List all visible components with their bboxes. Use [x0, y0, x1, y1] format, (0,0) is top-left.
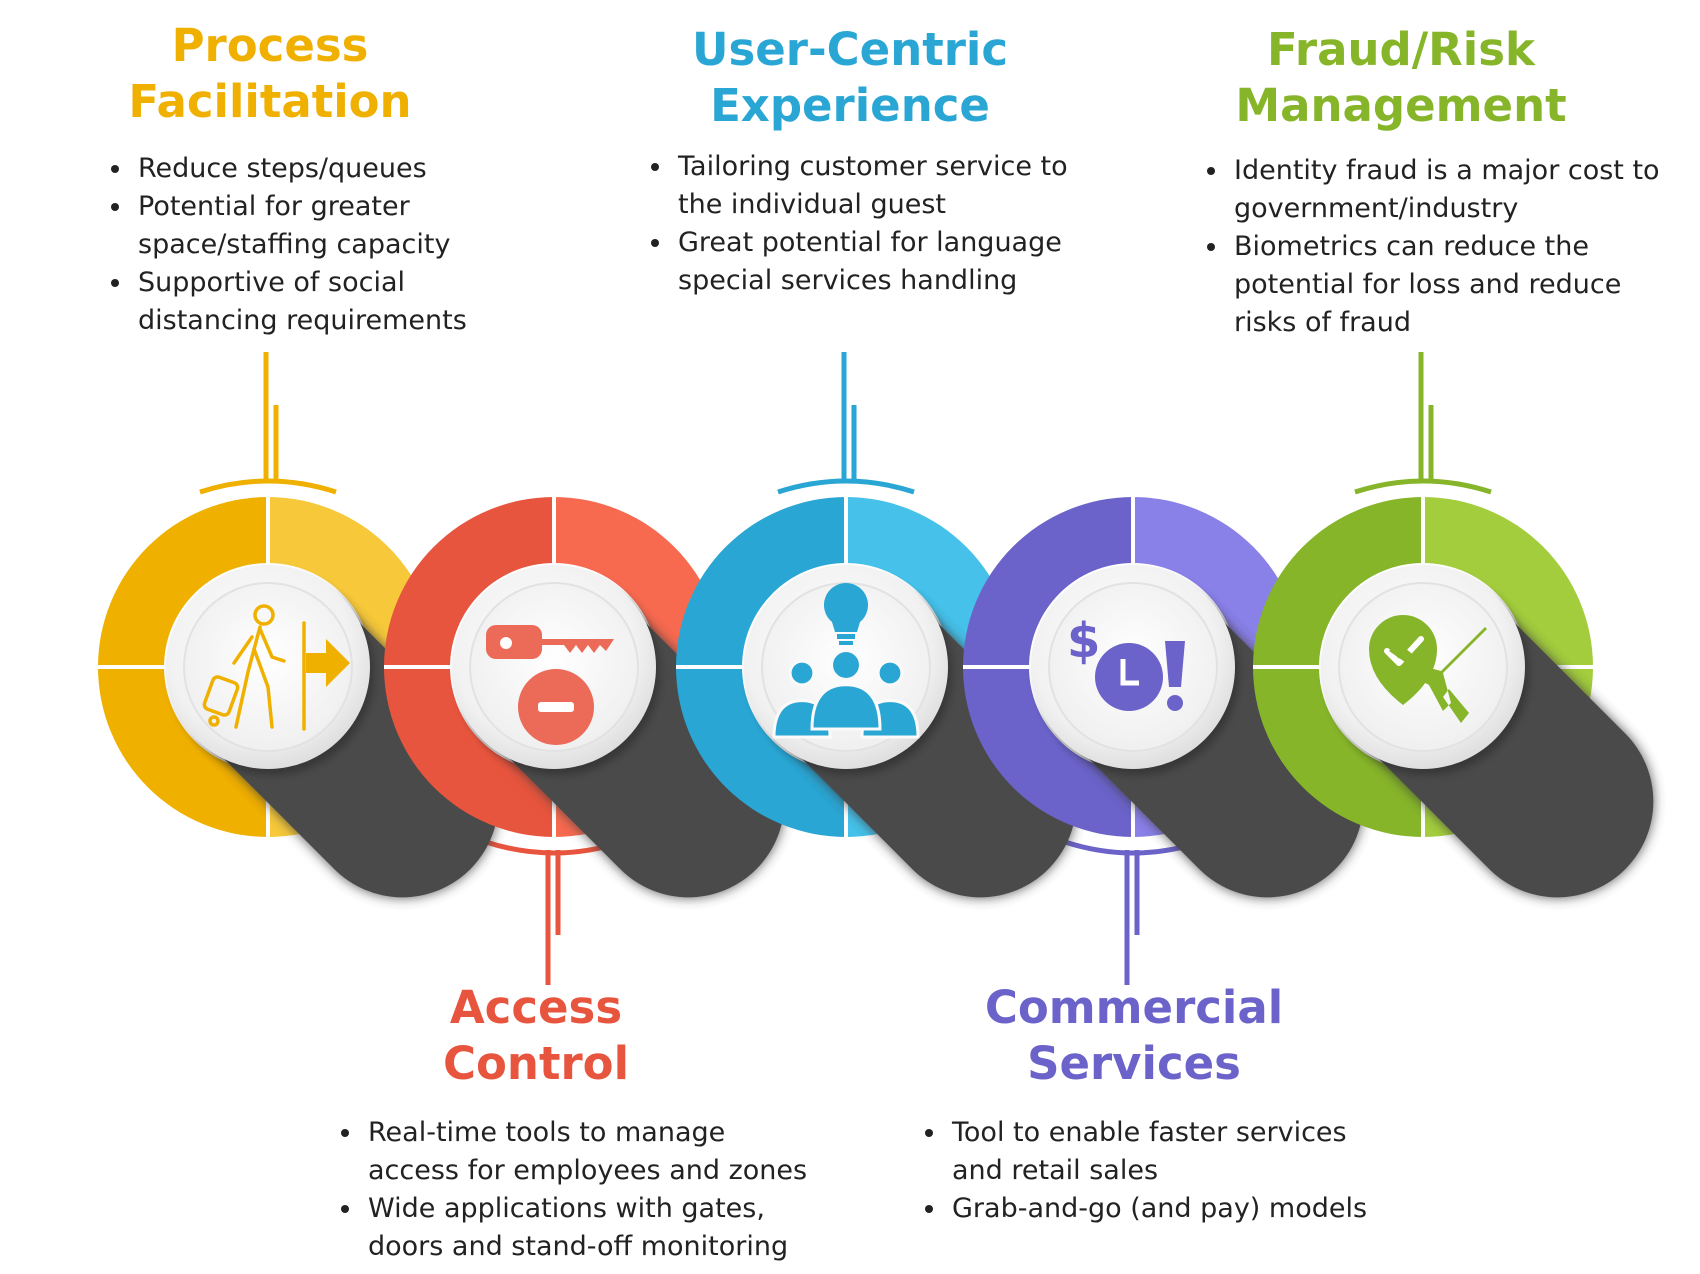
traveler-exit-icon: [202, 604, 350, 731]
bullet-list: Tool to enable faster services and retai…: [914, 1114, 1434, 1228]
ring-segment: [963, 497, 1133, 667]
key-hole: [500, 637, 512, 649]
key-shape: [486, 625, 614, 659]
stage-process-facilitation: Process Facilitation Reduce steps/queues…: [100, 18, 560, 340]
stage-title: Commercial Services: [914, 980, 1354, 1092]
icon-disc: [183, 582, 353, 752]
title-line: Process: [171, 19, 369, 72]
bullet-item: Tool to enable faster services and retai…: [948, 1114, 1352, 1190]
clock-face: [1095, 643, 1163, 711]
suitcase-shape: [202, 675, 240, 717]
check-mark: [1384, 636, 1424, 666]
bullet-item: Identity fraud is a major cost to govern…: [1230, 152, 1664, 228]
person-head: [830, 649, 862, 681]
ring-segment: [384, 667, 554, 837]
person-head: [788, 659, 816, 687]
exclaim-bar: [1165, 641, 1185, 687]
title-line: Control: [442, 1037, 630, 1090]
airplane-shape: [1389, 627, 1487, 723]
ring-segment: [676, 497, 846, 667]
ring-segment: [98, 667, 268, 837]
stage-title: Access Control: [286, 980, 786, 1092]
title-line: Management: [1235, 79, 1567, 132]
bullet-list: Real-time tools to manage access for emp…: [330, 1114, 850, 1266]
stage-user-centric-experience: User-Centric Experience Tailoring custom…: [640, 22, 1100, 300]
bullet-item: Great potential for language special ser…: [674, 224, 1078, 300]
title-line: Access: [449, 981, 623, 1034]
stage-ring: [676, 497, 1077, 898]
bullet-item: Tailoring customer service to the indivi…: [674, 148, 1078, 224]
stage-ring: [1253, 497, 1654, 898]
arrow-shape: [306, 639, 350, 687]
bulb-shape: [823, 583, 869, 632]
connector-line: [1064, 839, 1202, 985]
stage-access-control: Access Control Real-time tools to manage…: [330, 980, 850, 1266]
title-line: User-Centric: [691, 23, 1009, 76]
bullet-list: Tailoring customer service to the indivi…: [640, 148, 1100, 300]
key-denied-icon: [486, 625, 614, 745]
minus-bar: [538, 702, 574, 712]
wheel-shape: [208, 715, 220, 727]
connector-arc: [1354, 478, 1492, 495]
title-line: Services: [1027, 1037, 1241, 1090]
title-line: Commercial: [984, 981, 1284, 1034]
connector-arc: [199, 478, 337, 495]
ring-segment: [963, 667, 1133, 837]
bullet-item: Wide applications with gates, doors and …: [364, 1190, 818, 1266]
head-shape: [253, 604, 275, 626]
bullet-item: Reduce steps/queues: [134, 150, 560, 188]
stage-ring: [384, 497, 785, 898]
connector-arc: [777, 478, 915, 495]
body-shape: [232, 625, 286, 729]
ring-segment: [1253, 667, 1423, 837]
stage-title: User-Centric Experience: [640, 22, 1060, 134]
fast-payment-icon: $: [1067, 613, 1185, 711]
title-line: Fraud/Risk: [1267, 23, 1535, 76]
bullet-item: Potential for greater space/staffing cap…: [134, 188, 468, 264]
exclaim-dot: [1167, 695, 1183, 711]
verified-flight-icon: [1369, 615, 1487, 723]
stage-title: Fraud/Risk Management: [1186, 22, 1616, 134]
stage-commercial-services: Commercial Services Tool to enable faste…: [914, 980, 1434, 1228]
connector-line: [1354, 352, 1492, 495]
connector-line: [777, 352, 915, 495]
connector-line: [485, 839, 623, 985]
bulb-base: [837, 634, 855, 639]
stage-fraud-risk-management: Fraud/Risk Management Identity fraud is …: [1196, 22, 1676, 342]
ring-segment: [1253, 497, 1423, 667]
bullet-item: Real-time tools to manage access for emp…: [364, 1114, 818, 1190]
stage-title: Process Facilitation: [100, 18, 440, 130]
ring-segment: [384, 497, 554, 667]
bullet-list: Identity fraud is a major cost to govern…: [1196, 152, 1676, 342]
dollar-glyph: $: [1067, 613, 1100, 669]
title-line: Facilitation: [128, 75, 412, 128]
bullet-item: Grab-and-go (and pay) models: [948, 1190, 1392, 1228]
connector-line: [199, 352, 337, 495]
person-head: [876, 659, 904, 687]
ring-segment: [98, 497, 268, 667]
bullet-item: Biometrics can reduce the potential for …: [1230, 228, 1634, 342]
bullet-item: Supportive of social distancing requirem…: [134, 264, 478, 340]
ring-segment: [1423, 497, 1593, 667]
bullet-list: Reduce steps/queues Potential for greate…: [100, 150, 560, 340]
ring-segment: [676, 667, 846, 837]
person-body: [810, 683, 882, 731]
bulb-base: [839, 641, 853, 645]
team-idea-icon: [772, 583, 920, 739]
clock-hands: [1120, 659, 1139, 686]
title-line: Experience: [710, 79, 990, 132]
